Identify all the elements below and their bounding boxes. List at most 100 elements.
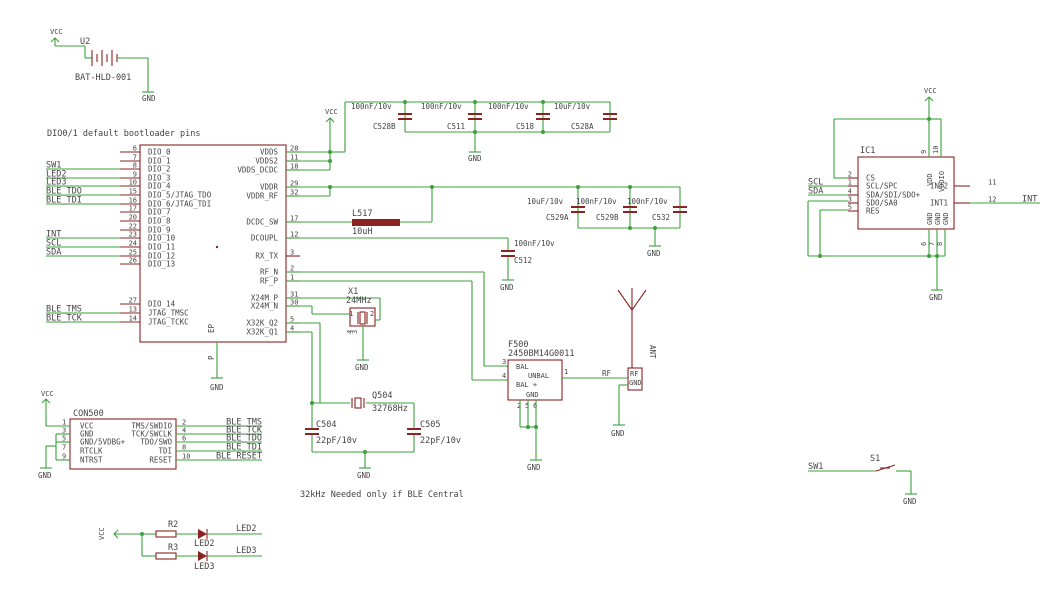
mcu-pin-num: 30 xyxy=(290,299,298,307)
gnd-label: GND xyxy=(38,471,52,480)
led2-ref: LED2 xyxy=(194,539,214,549)
ic1-pin-name: VDD xyxy=(926,173,934,186)
mcu-pin-num: 20 xyxy=(129,214,137,222)
x1-pin: 4 xyxy=(346,330,354,334)
mcu-pin-num: 16 xyxy=(129,197,137,205)
balun-pin-gnd: 5 xyxy=(525,402,529,410)
c511-value: 100nF/10v xyxy=(421,102,462,111)
antenna-rf-pin: RF xyxy=(630,370,638,378)
con500-pin-num: 1 xyxy=(62,419,66,427)
vdds-supply-network: VCC GND 100nF/10v C528B 100nF/10v C511 1… xyxy=(286,100,617,171)
mcu-pin-name: X32K_Q1 xyxy=(246,328,278,337)
ic1-pin-name: CS xyxy=(866,174,876,183)
inductor-body xyxy=(352,219,400,226)
r3-ref: R3 xyxy=(168,543,178,553)
rf-network: BAL UNBAL BAL + GND 3 4 1 2 5 6 F500 245… xyxy=(286,271,628,472)
ic1-pin-num: 1 xyxy=(848,179,852,187)
net-label: BLE_TDO xyxy=(226,434,262,444)
mcu-pin-name: DIO_0 xyxy=(148,148,171,157)
gnd-label: GND xyxy=(929,293,943,302)
mcu-pin-name: DCDC_SW xyxy=(246,218,278,227)
mcu-pin-num: 23 xyxy=(129,231,137,239)
mcu-ep-num: P xyxy=(207,355,216,360)
mcu-pin-name: VDDS_DCDC xyxy=(237,166,278,175)
mcu-pin-name: DIO_2 xyxy=(148,165,171,174)
mcu-pin-num: 25 xyxy=(129,249,137,257)
mcu-pin-name: DIO_1 xyxy=(148,157,171,166)
net-label: INT xyxy=(46,230,61,240)
mcu-pin-name: VDDR_RF xyxy=(246,192,278,201)
led3-net: LED3 xyxy=(236,546,256,556)
mcu-pin-num: 24 xyxy=(129,240,137,248)
ic1-pin-name: SDO/SA0 xyxy=(866,199,898,208)
c505-ref: C505 xyxy=(420,420,440,430)
mcu-pin-name: DIO_5/JTAG_TDO xyxy=(148,191,212,200)
mcu-pin-num: 1 xyxy=(290,274,294,282)
mcu-pin-num: 5 xyxy=(290,316,294,324)
con500-pin-name: GND xyxy=(80,430,94,439)
mcu-pin-name: DIO_6/JTAG_TDI xyxy=(148,200,211,209)
gnd-label: GND xyxy=(355,363,369,372)
vcc-label: VCC xyxy=(50,28,63,36)
c518-ref: C518 xyxy=(516,122,535,131)
ic1-pin-num: 10 xyxy=(932,146,940,154)
antenna-ant: RF GND ANT GND xyxy=(611,288,657,438)
mcu-pin-num: 17 xyxy=(129,205,137,213)
con500-pin-name: TDO/SWO xyxy=(140,438,172,447)
mcu-pin-name: VDDS2 xyxy=(255,157,278,166)
led3-ref: LED3 xyxy=(194,562,214,572)
mcu-pin-name: DIO_8 xyxy=(148,217,171,226)
led3-diode xyxy=(198,551,207,561)
balun-bal-plus: BAL + xyxy=(516,381,537,389)
vcc-symbol-vdds: VCC xyxy=(325,108,338,126)
f500-value: 2450BM14G0011 xyxy=(508,349,575,359)
vcc-label: VCC xyxy=(41,390,54,398)
led-section: VCC R2 R3 LED2 LED3 LED2 LED3 xyxy=(98,520,262,572)
mcu-pin-name: RF_N xyxy=(260,268,278,277)
c532-value: 100nF/10v xyxy=(627,197,668,206)
mcu-pin-num: 14 xyxy=(129,315,137,323)
balun-pin-bal: 3 xyxy=(502,358,506,366)
net-label: BLE_TCK xyxy=(46,314,83,324)
gnd-label: GND xyxy=(500,283,514,292)
balun-unbal: UNBAL xyxy=(528,372,549,380)
vcc-label: VCC xyxy=(98,527,106,540)
antenna-gnd-pin: GND xyxy=(629,379,642,387)
r2-ref: R2 xyxy=(168,520,178,530)
net-label: SCL xyxy=(46,239,61,249)
con500-pin-name: TCK/SWCLK xyxy=(131,430,172,439)
ant-ref: ANT xyxy=(648,345,657,359)
mcu-pin-num: 29 xyxy=(290,180,298,188)
c528a-ref: C528A xyxy=(571,122,594,131)
vcc-label: VCC xyxy=(325,108,338,116)
ic1-pin-num: 11 xyxy=(988,179,996,187)
ic1-pin-name: GND xyxy=(942,212,950,225)
battery-holder-u2: VCC GND U2 BAT-HLD-001 xyxy=(50,28,156,103)
mcu-pin-num: 4 xyxy=(290,325,294,333)
ic1-pin-num: 12 xyxy=(988,196,996,204)
con500-pin-num: 10 xyxy=(182,453,190,461)
mcu-pin-num: 6 xyxy=(133,145,137,153)
vcc-symbol-con: VCC xyxy=(41,390,54,407)
mcu-pin-name: X24M_P xyxy=(251,294,279,303)
mcu-pin-name: X24M_N xyxy=(251,302,278,311)
u2-value: BAT-HLD-001 xyxy=(75,73,131,83)
ic1-pin-name: SCL/SPC xyxy=(866,182,898,191)
vcc-symbol-u2: VCC xyxy=(50,28,63,46)
mcu-pin-name: VDDR xyxy=(260,183,279,192)
ic1-pin-num: 9 xyxy=(920,150,928,154)
mcu-pin-num: 17 xyxy=(290,215,298,223)
mcu-pin-name: DIO_3 xyxy=(148,174,171,183)
ic1-pin-name: INT2 xyxy=(930,182,948,191)
resistor-r3 xyxy=(155,552,177,560)
capacitor-c512: GND 100nF/10v C512 xyxy=(286,237,555,292)
vcc-label: VCC xyxy=(924,87,937,95)
mcu-pin-name: JTAG_TCKC xyxy=(148,318,189,327)
x1-pin: 2 xyxy=(370,310,374,318)
con500-pin-num: 5 xyxy=(62,435,66,443)
dio-note: DIO0/1 default bootloader pins xyxy=(47,129,201,139)
gnd-label: GND xyxy=(903,497,917,506)
mcu-pin-num: 28 xyxy=(290,145,298,153)
